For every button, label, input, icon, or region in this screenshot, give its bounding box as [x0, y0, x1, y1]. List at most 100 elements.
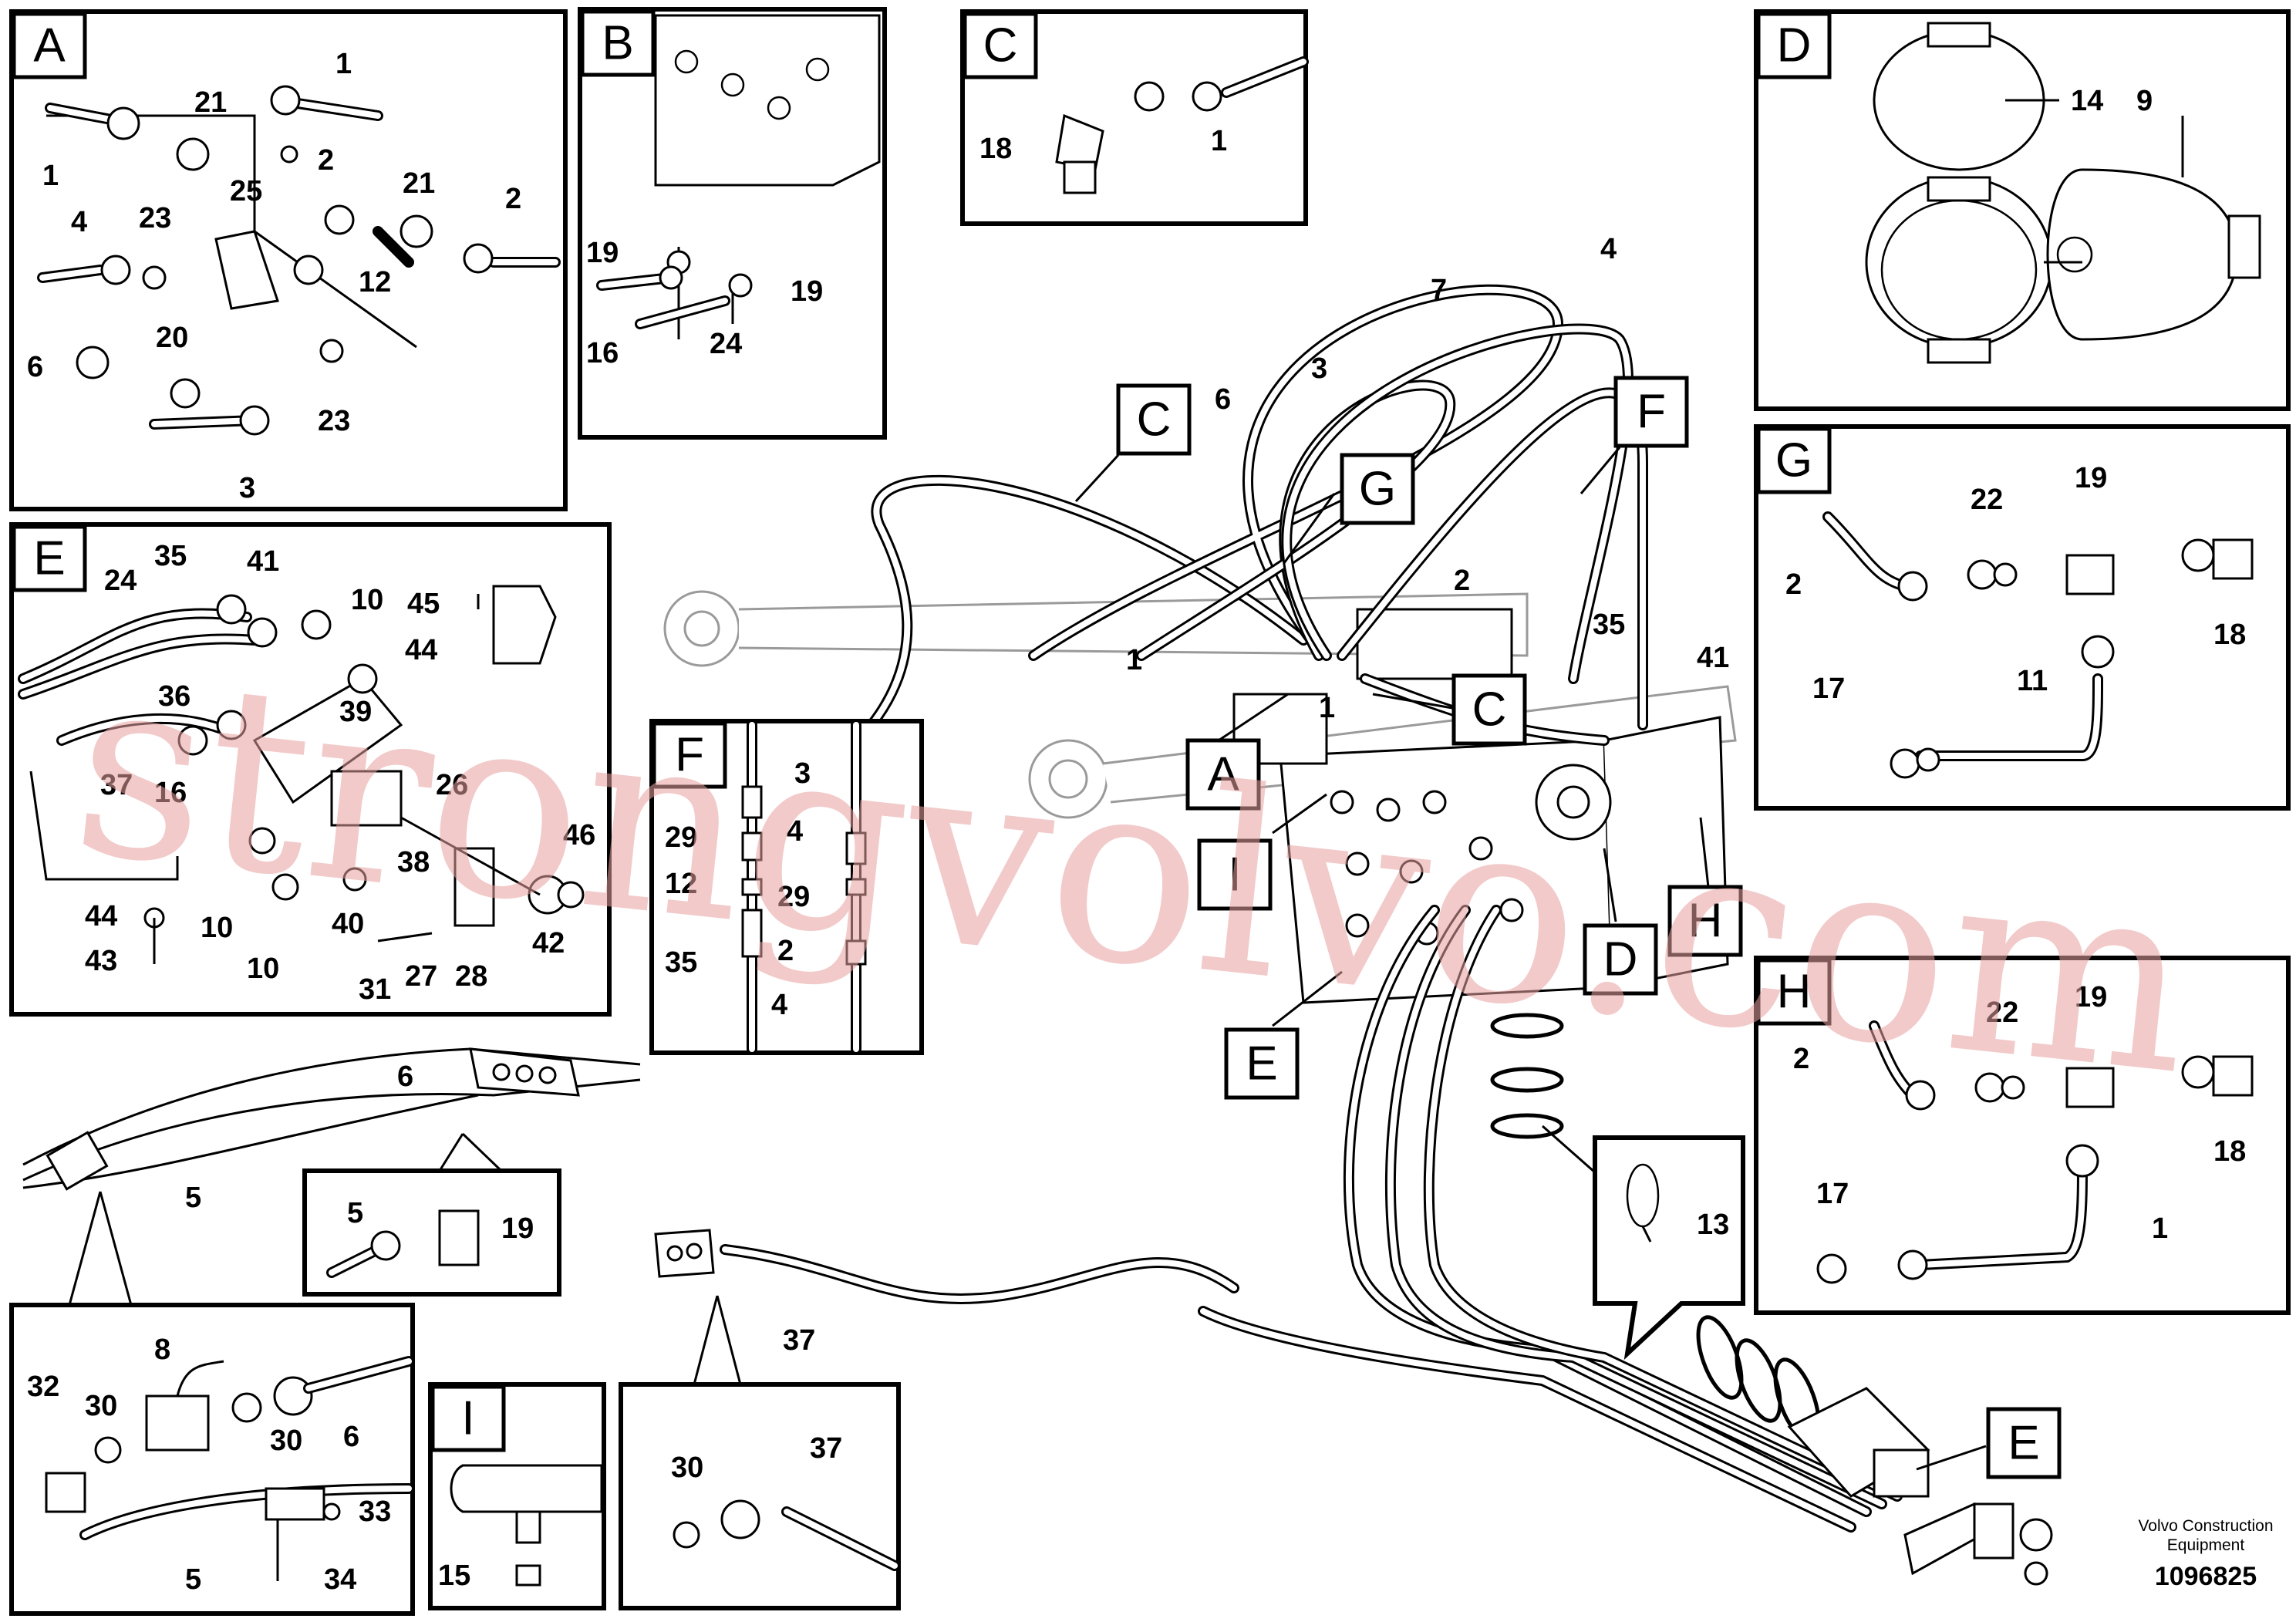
- panel-a: A 1 21 1 25 2 21 2 4 23: [9, 9, 568, 511]
- main-label: 5: [185, 1182, 201, 1214]
- panel-d-label: 14: [2071, 85, 2103, 117]
- callout-a: A: [1207, 748, 1239, 801]
- panel-a-label: 25: [230, 175, 262, 207]
- panel-e-label: 27: [405, 960, 437, 993]
- footer: Volvo Construction Equipment 1096825: [2138, 1517, 2273, 1591]
- main-label: 4: [1600, 233, 1617, 265]
- panel-e: E 24 35 41 10 45 44 36: [9, 522, 612, 1017]
- panel-h-label: 18: [2213, 1135, 2246, 1168]
- panel-a-label: 1: [42, 160, 59, 192]
- callout-e2: E: [2008, 1417, 2039, 1470]
- panel-h-letter: H: [1777, 966, 1812, 1019]
- panel-a-label: 3: [239, 472, 255, 504]
- main-label: 1: [1319, 692, 1335, 724]
- panel-fitting37-label: 37: [810, 1432, 842, 1465]
- panel-fitting37: 30 37: [619, 1295, 901, 1610]
- callout-g: G: [1359, 463, 1396, 516]
- panel-b-label: 24: [710, 328, 742, 360]
- panel-c-letter: C: [983, 19, 1018, 73]
- panel-f: F 3 29 4 12 29 35 2 4: [649, 719, 924, 1055]
- callout-f: F: [1637, 386, 1666, 439]
- panel-b-label: 19: [586, 237, 619, 269]
- panel-e-label: 10: [351, 584, 383, 616]
- panel-a-label: 4: [71, 206, 87, 238]
- panel-tee19-label: 5: [347, 1197, 363, 1229]
- panel-e-label: 38: [397, 846, 430, 878]
- panel-g-label: 11: [2017, 665, 2048, 697]
- panel-f-label: 4: [787, 815, 803, 848]
- main-labels: 6 3 7 4 1 2 35 41 1 5 6 37: [185, 233, 1729, 1357]
- panel-a-label: 21: [194, 86, 227, 119]
- panel-e-label: 10: [201, 912, 233, 944]
- main-label: 41: [1697, 642, 1729, 674]
- main-label: 6: [397, 1061, 413, 1093]
- panel-h-label: 19: [2075, 981, 2107, 1013]
- panel-h-label: 22: [1986, 996, 2018, 1029]
- callout-c: C: [1137, 393, 1172, 447]
- panel-d-label: 9: [2136, 85, 2153, 117]
- panel-valve-label: 5: [185, 1563, 201, 1596]
- callout-h: H: [1688, 895, 1723, 948]
- panel-b-label: 19: [791, 275, 823, 308]
- main-label: 35: [1593, 609, 1625, 641]
- panel-b-label: 16: [586, 337, 619, 369]
- panel-a-label: 21: [403, 167, 435, 200]
- panel-e-label: 24: [104, 565, 137, 597]
- panel-e-label: 35: [154, 540, 187, 572]
- main-label: 1: [1126, 644, 1142, 676]
- panel-h-label: 17: [1816, 1178, 1849, 1210]
- panel-valve-label: 6: [343, 1421, 359, 1453]
- panel-e-label: 39: [339, 696, 372, 728]
- panel-valve-label: 32: [27, 1371, 59, 1403]
- panel-a-letter: A: [33, 19, 66, 73]
- callout-d: D: [1603, 933, 1638, 986]
- panel-e-label: 45: [407, 588, 440, 620]
- panel-clamp13-label: 13: [1697, 1209, 1729, 1241]
- panel-f-label: 35: [665, 946, 697, 979]
- panel-e-label: 46: [563, 819, 595, 851]
- panel-f-letter: F: [675, 729, 704, 782]
- panel-e-label: 40: [332, 908, 364, 940]
- panel-valve: 8 32 30 30 6 33 5 34: [9, 1191, 415, 1616]
- panel-e-label: 43: [85, 945, 117, 977]
- panel-clamp13: 13: [1542, 1125, 1745, 1361]
- panel-e-label: 31: [359, 973, 391, 1006]
- main-label: 7: [1431, 274, 1447, 306]
- panel-e-label: 26: [436, 769, 468, 801]
- panel-tee19: 5 19: [302, 1132, 561, 1297]
- panel-c-label: 1: [1211, 125, 1227, 157]
- panel-a-label: 2: [318, 144, 334, 177]
- panel-e-label: 10: [247, 953, 279, 985]
- panel-f-label: 29: [777, 881, 810, 913]
- panel-a-label: 20: [156, 322, 188, 354]
- panel-valve-label: 30: [85, 1390, 117, 1422]
- panel-g-label: 17: [1812, 673, 1845, 705]
- panel-g-label: 19: [2075, 462, 2107, 494]
- panel-e-label: 42: [532, 927, 565, 959]
- panel-e-label: 41: [247, 545, 279, 578]
- panel-valve-label: 30: [270, 1425, 302, 1457]
- panel-i: I 15: [428, 1382, 606, 1610]
- panel-f-label: 3: [794, 757, 811, 790]
- panel-g-label: 22: [1971, 484, 2003, 516]
- panel-h: H 22 19 2 18 17 1: [1754, 956, 2291, 1315]
- panel-d: D 14 9: [1754, 9, 2291, 411]
- panel-b: B 19 19 16 24: [578, 7, 887, 440]
- main-label: 6: [1215, 383, 1231, 416]
- callout-i: I: [1228, 848, 1241, 902]
- panel-g-label: 18: [2213, 619, 2246, 651]
- panel-e-label: 36: [158, 680, 190, 713]
- panel-valve-label: 8: [154, 1334, 170, 1366]
- panel-f-label: 2: [777, 935, 794, 967]
- panel-a-label: 6: [27, 351, 43, 383]
- panel-a-label: 23: [318, 405, 350, 437]
- panel-c-label: 18: [979, 133, 1012, 165]
- company-name-line2: Equipment: [2167, 1536, 2245, 1554]
- panel-g: G 22 19 2 18 17 11: [1754, 424, 2291, 811]
- panel-g-letter: G: [1775, 434, 1812, 487]
- panel-i-letter: I: [461, 1392, 474, 1445]
- panel-fitting37-label: 30: [671, 1452, 703, 1484]
- panel-i-label: 15: [438, 1560, 470, 1592]
- panel-d-letter: D: [1777, 19, 1812, 73]
